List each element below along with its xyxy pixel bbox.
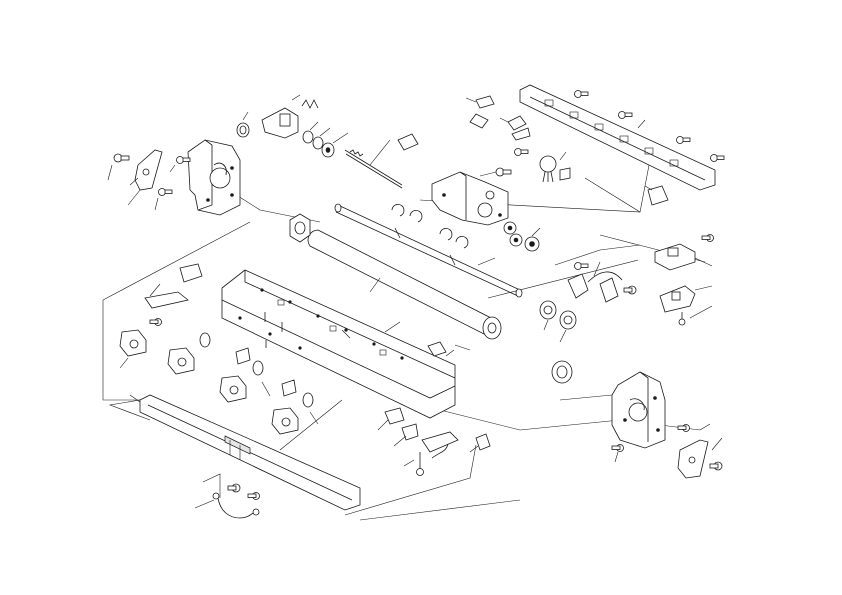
left-screws bbox=[107, 153, 191, 211]
screw-icon bbox=[710, 154, 725, 162]
gear-icon bbox=[524, 236, 540, 252]
screw-icon bbox=[247, 492, 260, 500]
screw-icon bbox=[574, 90, 589, 98]
screw-icon bbox=[176, 156, 191, 164]
sensor-holder bbox=[659, 285, 713, 326]
bushing-icon bbox=[409, 210, 423, 223]
upper-center-clip bbox=[397, 133, 419, 151]
left-bracket-lever bbox=[129, 149, 163, 191]
bushing-icon bbox=[391, 204, 405, 217]
screw-icon bbox=[611, 444, 624, 452]
bottom-guide-plate bbox=[129, 394, 361, 511]
top-left-parts bbox=[236, 94, 349, 158]
left-side-frame bbox=[187, 139, 241, 216]
screw-icon bbox=[574, 262, 589, 270]
roller-bushings bbox=[391, 204, 469, 249]
right-bearings bbox=[539, 300, 577, 343]
bushing-icon bbox=[439, 228, 453, 241]
harness-sensor bbox=[539, 151, 571, 183]
screw-icon bbox=[677, 424, 690, 432]
upper-shaft bbox=[344, 139, 403, 189]
screw-icon bbox=[701, 234, 714, 242]
screw-icon bbox=[495, 167, 512, 177]
right-gear-plate bbox=[431, 167, 512, 226]
front-guide-frame bbox=[221, 269, 471, 419]
guide-plate-small bbox=[144, 291, 189, 309]
screw-icon bbox=[158, 188, 173, 196]
screw-icon bbox=[623, 285, 637, 295]
screw-icon bbox=[149, 318, 162, 326]
heating-roller bbox=[307, 229, 502, 340]
roller-end-cap-left bbox=[289, 213, 311, 243]
gear-icon bbox=[509, 233, 523, 247]
pressure-cam bbox=[119, 329, 147, 357]
screw-icon bbox=[227, 483, 241, 493]
right-side-frame bbox=[611, 371, 666, 463]
guide-clip bbox=[179, 263, 203, 283]
screw-icon bbox=[709, 461, 723, 471]
harness-bottom bbox=[194, 473, 260, 519]
upper-right-bracket-rail bbox=[519, 84, 725, 191]
spring-icon bbox=[301, 99, 319, 109]
collar-set bbox=[302, 130, 335, 158]
guide-clips bbox=[119, 263, 319, 435]
harness-connector bbox=[567, 261, 637, 303]
pressure-cam bbox=[167, 347, 195, 375]
pressure-cam bbox=[219, 375, 247, 403]
screw-icon bbox=[416, 468, 424, 476]
lower-middle-parts bbox=[377, 341, 491, 476]
rail-clips bbox=[465, 95, 669, 206]
roller-end-ring bbox=[551, 360, 573, 384]
pressure-roller bbox=[334, 203, 523, 298]
gear-icon bbox=[503, 221, 517, 235]
pressure-cam bbox=[271, 407, 299, 435]
bushing-icon bbox=[455, 236, 469, 249]
screw-icon bbox=[618, 111, 633, 119]
screw-icon bbox=[676, 136, 691, 144]
gear-set bbox=[503, 221, 541, 252]
bushing-icon bbox=[236, 122, 250, 138]
thermistor-bracket bbox=[654, 234, 714, 271]
pressure-springs bbox=[199, 332, 314, 408]
screw-icon bbox=[113, 153, 130, 163]
right-bracket-lever bbox=[677, 423, 723, 479]
screw-icon bbox=[514, 148, 529, 156]
